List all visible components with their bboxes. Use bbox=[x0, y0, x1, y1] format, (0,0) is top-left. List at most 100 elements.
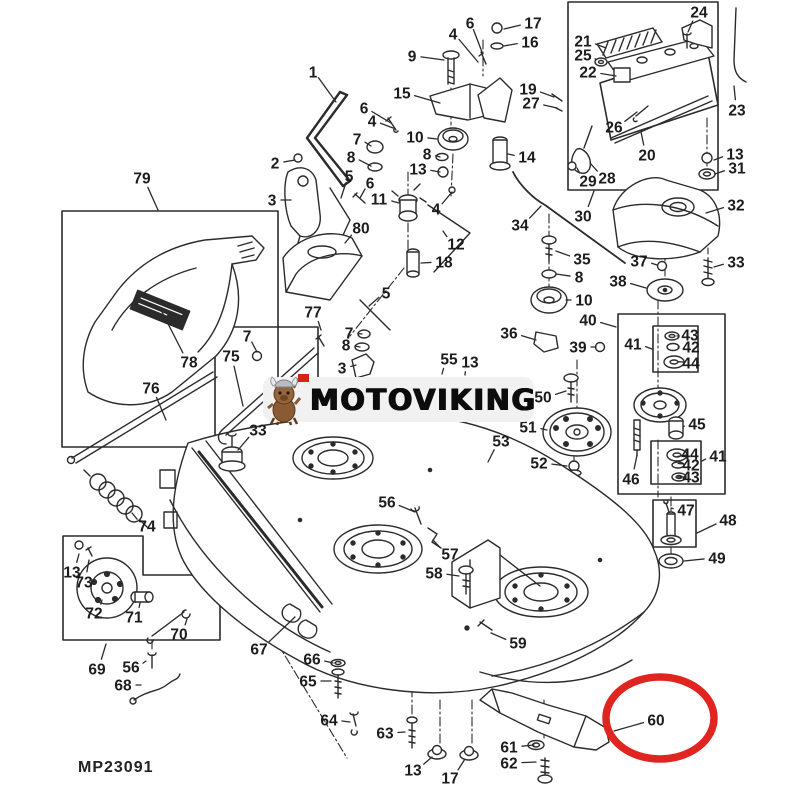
leader-line bbox=[487, 449, 495, 463]
leader-line bbox=[599, 321, 617, 328]
leader-line bbox=[587, 190, 595, 208]
leader-line bbox=[233, 365, 244, 407]
part-label-64: 64 bbox=[320, 713, 338, 730]
leader-line bbox=[340, 182, 347, 199]
part-label-60: 60 bbox=[647, 713, 664, 730]
part-label-33: 33 bbox=[727, 255, 745, 272]
washer-stack-box-top bbox=[652, 325, 699, 373]
part-label-51: 51 bbox=[519, 420, 537, 437]
part-label-41: 41 bbox=[624, 337, 642, 354]
part-label-73: 73 bbox=[75, 575, 93, 592]
part-label-52: 52 bbox=[530, 456, 547, 473]
leader-line bbox=[142, 660, 147, 664]
callout-leaders bbox=[76, 20, 737, 771]
part-label-15: 15 bbox=[393, 86, 411, 103]
leader-line bbox=[324, 660, 334, 664]
part-label-12: 12 bbox=[447, 237, 464, 254]
leader-line bbox=[159, 307, 184, 354]
leader-line bbox=[613, 721, 645, 732]
leader-line bbox=[670, 507, 674, 510]
part-label-2: 2 bbox=[271, 156, 280, 173]
leader-line bbox=[714, 170, 726, 175]
leader-line bbox=[701, 458, 707, 462]
leader-line bbox=[317, 77, 337, 103]
leader-line bbox=[420, 261, 432, 264]
part-label-8: 8 bbox=[342, 338, 351, 355]
leader-line bbox=[251, 341, 258, 353]
part-label-44: 44 bbox=[682, 356, 700, 373]
leader-line bbox=[521, 744, 535, 747]
leader-line bbox=[446, 573, 460, 577]
part-label-24: 24 bbox=[690, 5, 708, 22]
part-label-72: 72 bbox=[85, 606, 102, 623]
leader-line bbox=[358, 159, 372, 167]
leader-line bbox=[594, 58, 597, 61]
lift-kit bbox=[567, 7, 747, 174]
leader-line bbox=[539, 91, 555, 98]
part-label-42: 42 bbox=[682, 340, 699, 357]
leader-line bbox=[676, 454, 687, 458]
leader-line bbox=[713, 263, 724, 268]
part-label-13: 13 bbox=[409, 162, 427, 179]
leader-line bbox=[391, 200, 400, 204]
part-label-28: 28 bbox=[598, 171, 616, 188]
leader-line bbox=[576, 167, 581, 174]
leader-line bbox=[354, 345, 361, 348]
part-label-44: 44 bbox=[681, 447, 699, 464]
leader-line bbox=[551, 463, 568, 467]
spindle-kit bbox=[594, 331, 688, 569]
leader-line bbox=[458, 38, 479, 63]
part-label-22: 22 bbox=[579, 65, 596, 82]
leader-line bbox=[131, 512, 138, 520]
leader-line bbox=[555, 250, 571, 257]
leader-line bbox=[457, 758, 466, 771]
part-label-35: 35 bbox=[573, 252, 591, 269]
leader-line bbox=[317, 320, 322, 331]
leader-line bbox=[644, 345, 653, 350]
upper-bracket-assembly bbox=[429, 22, 563, 123]
leader-line bbox=[413, 94, 441, 104]
part-label-25: 25 bbox=[574, 48, 592, 65]
part-label-48: 48 bbox=[719, 513, 737, 530]
part-label-5: 5 bbox=[382, 286, 391, 303]
part-label-10: 10 bbox=[406, 130, 423, 147]
part-label-75: 75 bbox=[222, 349, 240, 366]
leader-line bbox=[341, 720, 351, 723]
cylinder-14 bbox=[489, 136, 511, 171]
part-label-8: 8 bbox=[347, 150, 356, 167]
part-label-13: 13 bbox=[726, 147, 744, 164]
part-label-58: 58 bbox=[425, 566, 443, 583]
part-label-17: 17 bbox=[441, 771, 458, 788]
part-label-27: 27 bbox=[522, 96, 539, 113]
spring-74 bbox=[83, 469, 148, 528]
part-label-41: 41 bbox=[709, 449, 727, 466]
part-label-38: 38 bbox=[609, 274, 627, 291]
part-label-23: 23 bbox=[728, 103, 746, 120]
part-label-40: 40 bbox=[579, 313, 596, 330]
leader-line bbox=[640, 131, 645, 146]
part-label-80: 80 bbox=[352, 221, 369, 238]
part-label-57: 57 bbox=[441, 547, 458, 564]
part-label-79: 79 bbox=[133, 171, 151, 188]
leader-line bbox=[696, 523, 717, 534]
leader-line bbox=[520, 334, 537, 341]
leader-line bbox=[379, 122, 394, 129]
leader-line bbox=[344, 234, 353, 244]
leader-line bbox=[713, 156, 724, 161]
part-label-14: 14 bbox=[518, 150, 536, 167]
part-label-16: 16 bbox=[521, 35, 539, 52]
part-label-29: 29 bbox=[579, 174, 597, 191]
part-label-76: 76 bbox=[142, 381, 160, 398]
washer-stack-box-bottom bbox=[650, 440, 702, 485]
leader-line bbox=[733, 85, 737, 101]
leader-line bbox=[629, 282, 647, 289]
part-label-67: 67 bbox=[250, 642, 267, 659]
part-label-4: 4 bbox=[449, 27, 458, 44]
leader-line bbox=[624, 111, 638, 122]
part-label-46: 46 bbox=[622, 472, 640, 489]
part-label-3: 3 bbox=[338, 361, 347, 378]
part-label-3: 3 bbox=[268, 193, 277, 210]
spindle-inset-box bbox=[617, 313, 726, 495]
leader-line bbox=[472, 29, 483, 53]
part-label-61: 61 bbox=[500, 740, 518, 757]
